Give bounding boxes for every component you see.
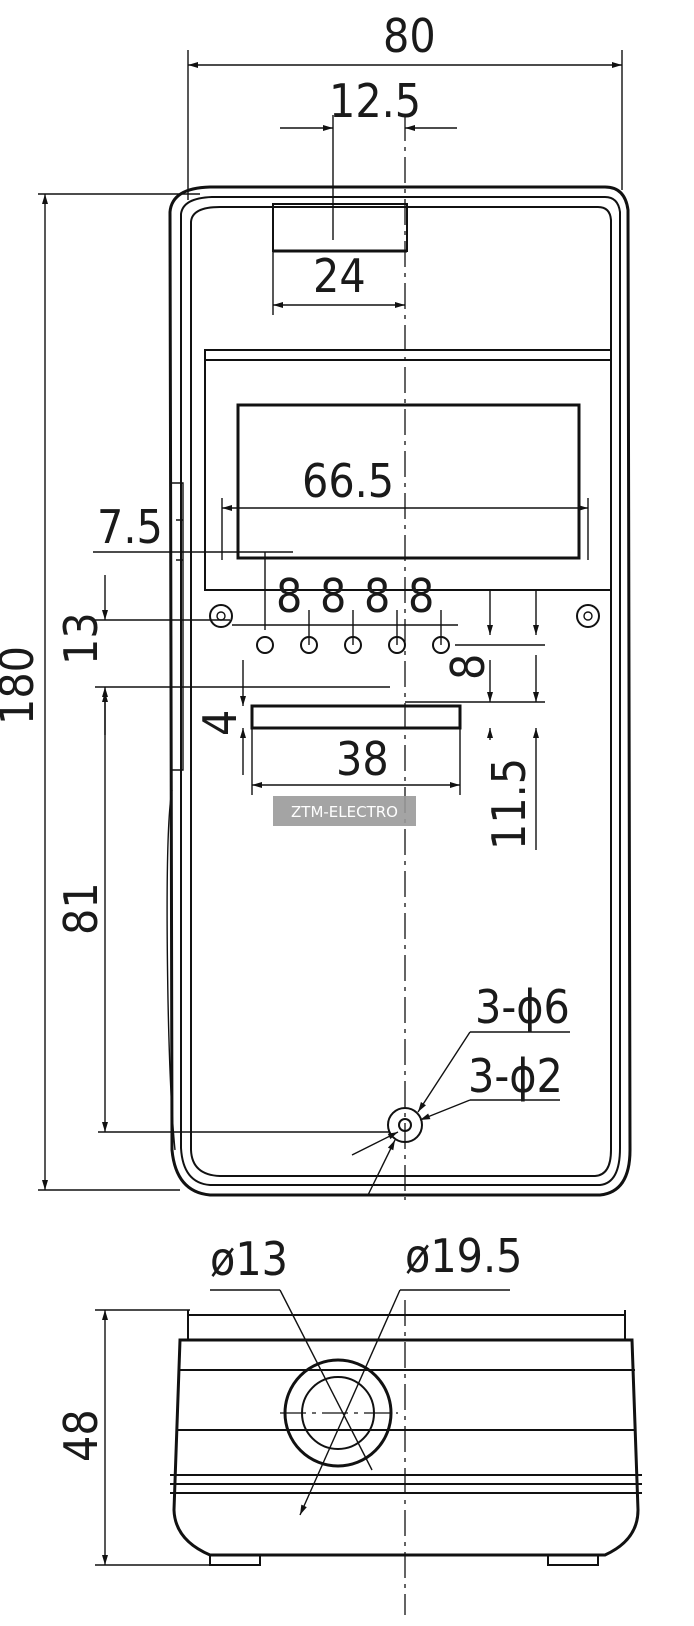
label-depth: 48 [54, 1409, 108, 1462]
label-holes-large: 3-ϕ6 [475, 980, 570, 1034]
side-view [170, 1300, 642, 1615]
dim-overall-width: 80 [187, 9, 623, 200]
label-slot-width: 24 [313, 249, 366, 303]
hinge-detail [166, 482, 184, 1151]
label-overall-width: 80 [383, 9, 436, 63]
mounting-screw-right [576, 604, 600, 628]
label-holes-small: 3-ϕ2 [468, 1049, 563, 1103]
label-led-pitch-3: 8 [364, 569, 390, 623]
label-vertical-4: 4 [193, 710, 247, 736]
display-recess [204, 349, 612, 591]
dim-window-width: 66.5 [221, 454, 589, 560]
label-led-pitch-2: 8 [320, 569, 346, 623]
label-window-width: 66.5 [302, 454, 394, 508]
label-gland-inner: ø13 [210, 1232, 288, 1286]
dim-left-offset: 7.5 [93, 500, 293, 630]
dim-led-pitch: 8 8 8 8 [232, 569, 458, 645]
label-gland-outer: ø19.5 [405, 1229, 522, 1283]
led-hole [256, 636, 274, 654]
side-foot-left [209, 1554, 261, 1566]
label-led-pitch-4: 8 [408, 569, 434, 623]
display-window [236, 403, 581, 560]
dim-vertical-4: 4 [193, 660, 247, 775]
housing-inner-outline [180, 196, 621, 1186]
label-led-pitch-1: 8 [276, 569, 302, 623]
watermark-text: ZTM-ELECTRO [291, 803, 398, 821]
dim-slot-width: 24 [272, 249, 405, 315]
dim-depth: 48 [54, 1309, 215, 1566]
label-bar-width: 38 [336, 732, 389, 786]
top-slot [272, 203, 408, 252]
label-left-offset: 7.5 [97, 500, 163, 554]
side-foot-right [547, 1554, 599, 1566]
dim-bar-width: 38 [251, 728, 461, 795]
mounting-screw-left [209, 604, 233, 628]
dim-vertical-11-5: 11.5 [405, 655, 545, 850]
label-vertical-81: 81 [54, 882, 108, 935]
dim-offset-top: 12.5 [280, 74, 457, 240]
indicator-bar [250, 704, 462, 730]
housing-outer-outline [168, 185, 632, 1197]
label-vertical-13: 13 [54, 612, 108, 665]
label-overall-height: 180 [0, 646, 44, 725]
label-vertical-11-5: 11.5 [482, 758, 536, 850]
side-body [172, 1338, 640, 1557]
dim-hole-callouts: 3-ϕ6 3-ϕ2 [351, 980, 570, 1196]
watermark: ZTM-ELECTRO [273, 796, 416, 826]
dim-led-vertical: 8 [441, 590, 545, 680]
dim-vertical-81: 81 [54, 692, 390, 1133]
label-led-vertical: 8 [441, 654, 495, 680]
housing-rim [190, 206, 612, 1177]
dim-gland: ø13 ø19.5 [210, 1229, 522, 1516]
label-offset-top: 12.5 [329, 74, 421, 128]
front-view [166, 115, 632, 1200]
dim-overall-height: 180 [0, 193, 200, 1191]
